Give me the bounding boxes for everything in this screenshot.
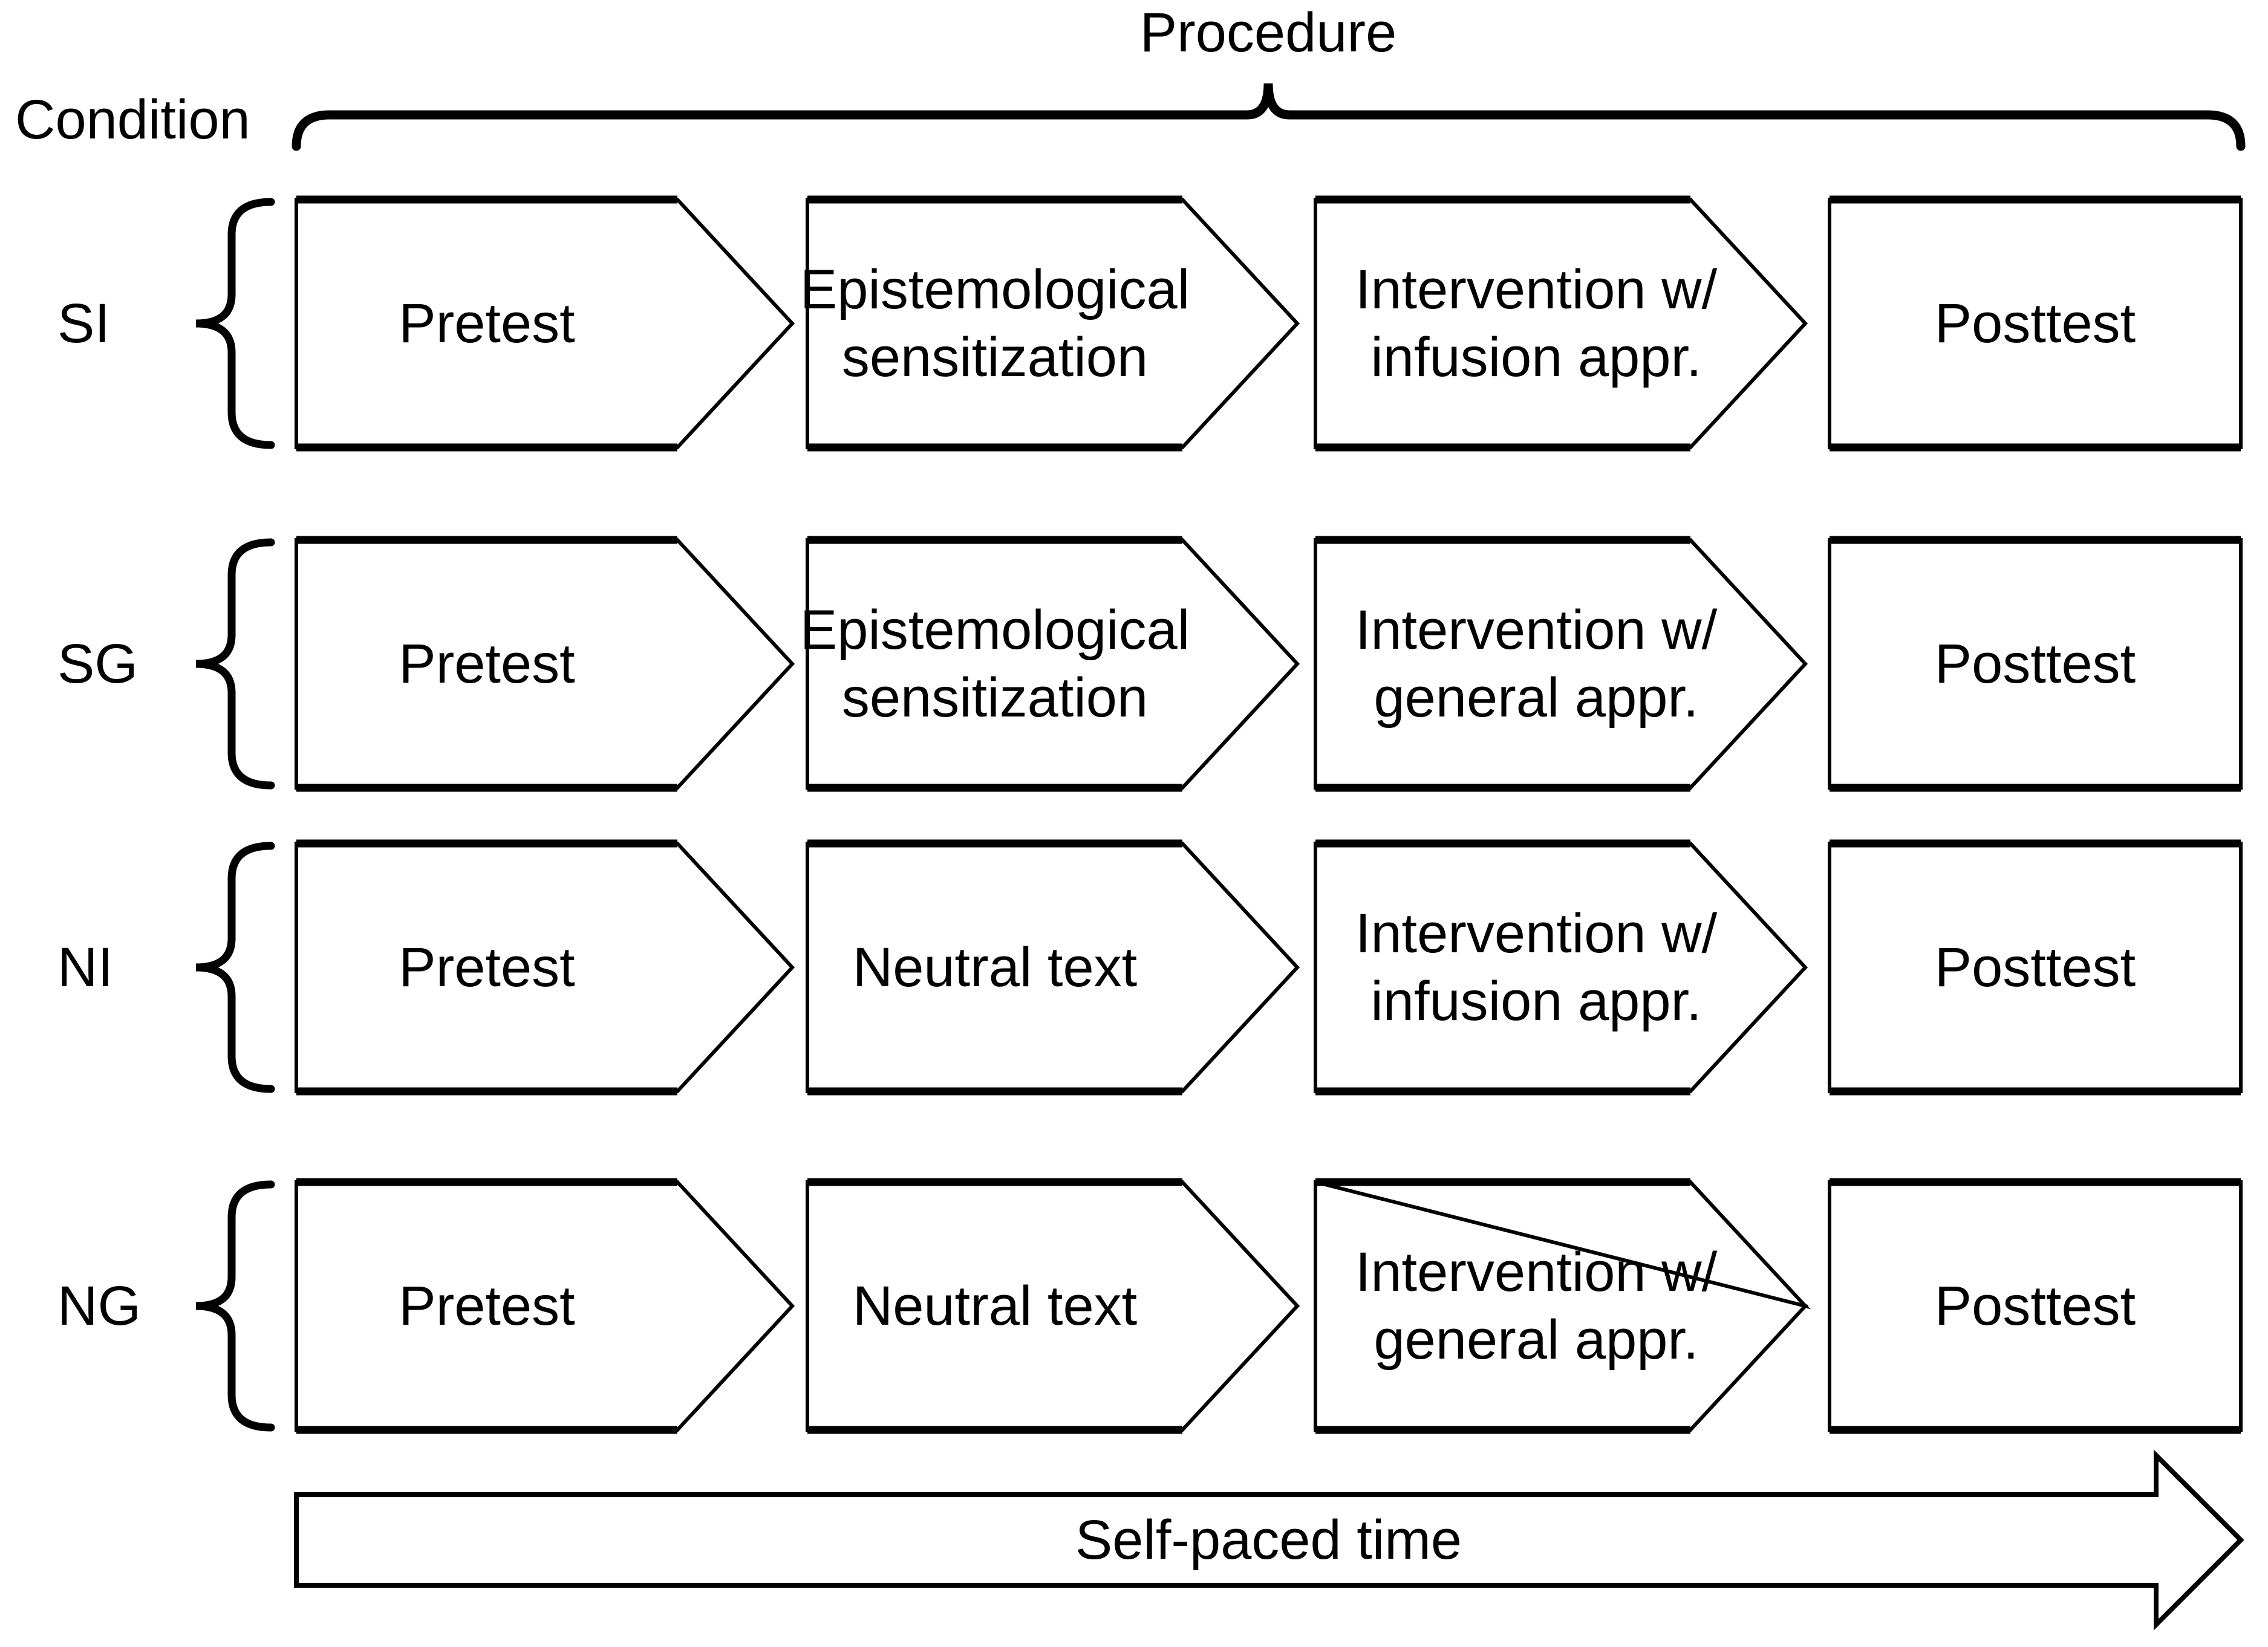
step-label-si-intervention: Intervention w/ infusion appr. bbox=[1318, 200, 1754, 447]
row-brace-sg bbox=[195, 538, 275, 790]
step-line: Epistemological bbox=[800, 599, 1190, 661]
step-line: Pretest bbox=[399, 1275, 575, 1337]
step-line: Posttest bbox=[1934, 1275, 2136, 1337]
step-label-si-posttest: Posttest bbox=[1830, 200, 2241, 447]
timeline-arrow bbox=[294, 1449, 2244, 1631]
row-label-ng-text: NG bbox=[57, 1275, 141, 1337]
step-label-sg-pretest: Pretest bbox=[296, 540, 677, 788]
row-brace-ni bbox=[195, 842, 275, 1093]
step-label-sg-sensitization: Epistemological sensitization bbox=[800, 540, 1190, 788]
step-label-ng-posttest: Posttest bbox=[1830, 1182, 2241, 1430]
step-line: Posttest bbox=[1934, 633, 2136, 695]
step-line: Pretest bbox=[399, 633, 575, 695]
step-label-sg-posttest: Posttest bbox=[1830, 540, 2241, 788]
row-label-ng: NG bbox=[57, 1182, 251, 1430]
row-label-ni: NI bbox=[57, 843, 251, 1091]
step-label-ni-intervention: Intervention w/ infusion appr. bbox=[1318, 843, 1754, 1091]
procedure-title: Procedure bbox=[1057, 0, 1480, 65]
procedure-brace bbox=[292, 83, 2246, 151]
row-label-sg-text: SG bbox=[57, 633, 138, 695]
step-line: general appr. bbox=[1374, 667, 1699, 729]
step-line: Intervention w/ bbox=[1355, 1241, 1718, 1303]
step-line: general appr. bbox=[1374, 1309, 1699, 1371]
row-thick-edges-si bbox=[296, 195, 2241, 452]
row-thick-edges-ng bbox=[296, 1178, 2241, 1434]
step-label-ni-posttest: Posttest bbox=[1830, 843, 2241, 1091]
row-brace-si bbox=[195, 198, 275, 449]
condition-title-text: Condition bbox=[15, 89, 250, 151]
row-thick-edges-ni bbox=[296, 839, 2241, 1096]
step-line: Neutral text bbox=[852, 937, 1138, 998]
row-label-si: SI bbox=[57, 200, 251, 447]
posttest-box-ng bbox=[1828, 1180, 2243, 1432]
step-line: Intervention w/ bbox=[1355, 903, 1718, 964]
step-line: Posttest bbox=[1934, 937, 2136, 998]
step-label-si-pretest: Pretest bbox=[296, 200, 677, 447]
step-line: sensitization bbox=[841, 326, 1149, 388]
row-label-sg: SG bbox=[57, 540, 251, 788]
step-label-ni-pretest: Pretest bbox=[296, 843, 677, 1091]
step-line: Pretest bbox=[399, 293, 575, 354]
step-label-si-sensitization: Epistemological sensitization bbox=[800, 200, 1190, 447]
condition-title: Condition bbox=[15, 88, 269, 152]
step-line: Intervention w/ bbox=[1355, 259, 1718, 320]
step-line: Intervention w/ bbox=[1355, 599, 1718, 661]
step-label-ng-pretest: Pretest bbox=[296, 1182, 677, 1430]
step-line: sensitization bbox=[841, 667, 1149, 729]
row-brace-ng bbox=[195, 1180, 275, 1432]
step-line: Neutral text bbox=[852, 1275, 1138, 1337]
row-label-si-text: SI bbox=[57, 293, 110, 354]
step-line: Epistemological bbox=[800, 259, 1190, 320]
step-label-ng-neutral-text: Neutral text bbox=[807, 1182, 1182, 1430]
procedure-title-text: Procedure bbox=[1139, 2, 1397, 63]
intervention-arrow-ng bbox=[1314, 1180, 1811, 1432]
step-line: Pretest bbox=[399, 937, 575, 998]
step-line: infusion appr. bbox=[1370, 970, 1702, 1032]
step-line: infusion appr. bbox=[1370, 326, 1702, 388]
step-label-ni-neutral-text: Neutral text bbox=[807, 843, 1182, 1091]
row-thick-edges-sg bbox=[296, 536, 2241, 792]
step-line: Posttest bbox=[1934, 293, 2136, 354]
timeline-label-text: Self-paced time bbox=[1075, 1509, 1462, 1571]
step-label-sg-intervention: Intervention w/ general appr. bbox=[1318, 540, 1754, 788]
timeline-label: Self-paced time bbox=[296, 1495, 2241, 1585]
step-label-ng-intervention: Intervention w/ general appr. bbox=[1318, 1182, 1754, 1430]
row-label-ni-text: NI bbox=[57, 937, 113, 998]
